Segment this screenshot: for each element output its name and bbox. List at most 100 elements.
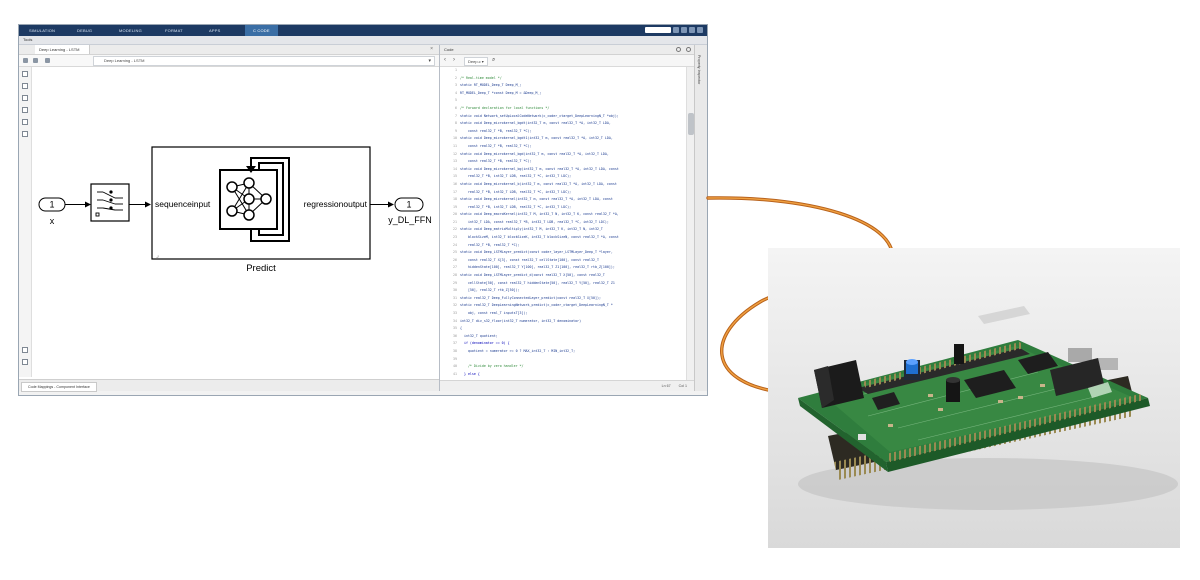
search-icon[interactable]: ⌕: [492, 57, 496, 63]
line-number: 26: [453, 257, 457, 262]
model-canvas-pane: Deep Learning - LSTM × Deep Learning - L…: [19, 45, 440, 392]
breadcrumb-label: Deep Learning - LSTM: [104, 58, 145, 63]
code-status-bar: Ln 67 Col 1: [440, 380, 695, 391]
line-number: 23: [453, 235, 457, 240]
ribbon-bar: SIMULATION DEBUG MODELING FORMAT APPS C …: [19, 25, 707, 36]
code-line: 26 const real32_T X[3], const real32_T c…: [440, 257, 686, 265]
close-tab-icon[interactable]: ×: [430, 46, 433, 52]
code-line: 29 cellState[50], const real32_T hiddenS…: [440, 280, 686, 288]
file-selector[interactable]: Deep.c ▾: [464, 57, 488, 66]
back-icon[interactable]: ‹: [444, 57, 446, 63]
neural-network-icon: [219, 157, 290, 242]
line-text: const real32_T X[3], const real32_T cell…: [460, 257, 599, 262]
line-text: quotient = numerator >= 0 ? MAX_int32_T …: [460, 348, 576, 353]
line-text: static void Deep_matrixMultiply(int32_T …: [460, 227, 603, 232]
settings-icon[interactable]: [22, 359, 28, 365]
back-icon[interactable]: [23, 58, 28, 63]
line-number: 33: [453, 311, 457, 315]
arrow-icon[interactable]: [22, 95, 28, 101]
line-number: 12: [453, 151, 457, 156]
line-number: 41: [453, 371, 457, 376]
line-text: static void Deep_LSTMLayer_predict(const…: [460, 250, 613, 255]
line-number: 35: [453, 326, 457, 331]
tab-apps[interactable]: APPS: [209, 28, 221, 33]
close-icon[interactable]: [686, 47, 691, 52]
cursor-col: Col 1: [678, 384, 687, 388]
maximize-icon[interactable]: [689, 27, 695, 33]
annotation-icon[interactable]: [22, 107, 28, 113]
line-number: 29: [453, 280, 457, 285]
line-number: 32: [453, 303, 457, 308]
code-line: 30 [50], real32_T rtb_Z[50]);: [440, 287, 686, 295]
breadcrumb[interactable]: Deep Learning - LSTM ▾: [93, 56, 435, 66]
fit-view-icon[interactable]: [22, 83, 28, 89]
line-number: 20: [453, 212, 457, 217]
property-inspector-label: Property Inspector: [697, 55, 701, 85]
line-number: 22: [453, 227, 457, 232]
property-inspector-strip[interactable]: Property Inspector: [694, 45, 707, 391]
line-number: 14: [453, 166, 457, 171]
code-line: 6/* Forward declaration for local functi…: [440, 105, 686, 113]
code-scrollbar[interactable]: [686, 67, 695, 381]
line-text: int32_T LDA, const real32_T *B, int32_T …: [460, 219, 609, 224]
close-icon[interactable]: [697, 27, 703, 33]
arrowhead: [388, 201, 394, 208]
forward-icon[interactable]: [33, 58, 38, 63]
image-icon[interactable]: [22, 119, 28, 125]
line-number: 38: [453, 348, 457, 353]
forward-icon[interactable]: ›: [453, 57, 455, 63]
search-documentation-field[interactable]: [645, 27, 671, 33]
outport-number: 1: [406, 200, 411, 210]
file-name: Deep.c: [468, 59, 481, 64]
line-text: real32_T *B, int32_T LDB, real32_T *C, i…: [460, 174, 572, 179]
line-text: real32_T *B, int32_T LDB, real32_T *C, i…: [460, 204, 572, 209]
line-text: /* Divide by zero handler */: [460, 364, 524, 369]
chevron-down-icon[interactable]: ▾: [428, 58, 431, 64]
line-text: } else {: [460, 371, 480, 376]
code-line: 15 real32_T *B, int32_T LDB, real32_T *C…: [440, 173, 686, 181]
line-text: RT_MODEL_Deep_T *const Deep_M = &Deep_M_…: [460, 90, 542, 95]
zoom-icon[interactable]: [22, 71, 28, 77]
outport-block[interactable]: [394, 197, 424, 212]
help-icon[interactable]: [676, 47, 681, 52]
line-text: /* Real-time model */: [460, 75, 502, 80]
model-tab[interactable]: Deep Learning - LSTM: [35, 45, 91, 54]
line-number: 27: [453, 265, 457, 270]
tab-simulation[interactable]: SIMULATION: [29, 28, 56, 33]
line-number: 25: [453, 250, 457, 255]
camera-icon[interactable]: [22, 347, 28, 353]
line-text: static void Network_setUpLocalCodeNetwor…: [460, 113, 619, 118]
line-text: static void Deep_microkernel(int32_T m, …: [460, 197, 613, 202]
code-line: 39: [440, 356, 686, 364]
code-mappings-tab[interactable]: Code Mappings - Component Interface: [21, 382, 97, 392]
tab-format[interactable]: FORMAT: [165, 28, 183, 33]
tab-c-code[interactable]: C CODE: [245, 25, 278, 36]
tab-modeling[interactable]: MODELING: [119, 28, 142, 33]
line-number: 4: [455, 90, 457, 95]
code-line: 1: [440, 67, 686, 75]
line-text: const real32_T *B, real32_T *C);: [460, 143, 532, 148]
model-tab-row: Deep Learning - LSTM ×: [19, 45, 439, 55]
cursor-line: Ln 67: [661, 384, 671, 388]
inport-number: 1: [49, 200, 54, 210]
code-line: 33 obj, const real_T inputsT[3]);: [440, 310, 686, 318]
help-icon[interactable]: [673, 27, 679, 33]
scrollbar-thumb[interactable]: [688, 113, 694, 135]
minimize-icon[interactable]: [681, 27, 687, 33]
subsystem-output-port-label: regressionoutput: [304, 199, 368, 209]
line-number: 17: [453, 189, 457, 194]
line-text: int32_T quotient;: [460, 333, 498, 338]
area-icon[interactable]: [22, 131, 28, 137]
up-icon[interactable]: [45, 58, 50, 63]
line-number: 18: [453, 197, 457, 202]
line-text: static void Deep_macroKernel(int32_T M, …: [460, 212, 619, 217]
tab-debug[interactable]: DEBUG: [77, 28, 93, 33]
